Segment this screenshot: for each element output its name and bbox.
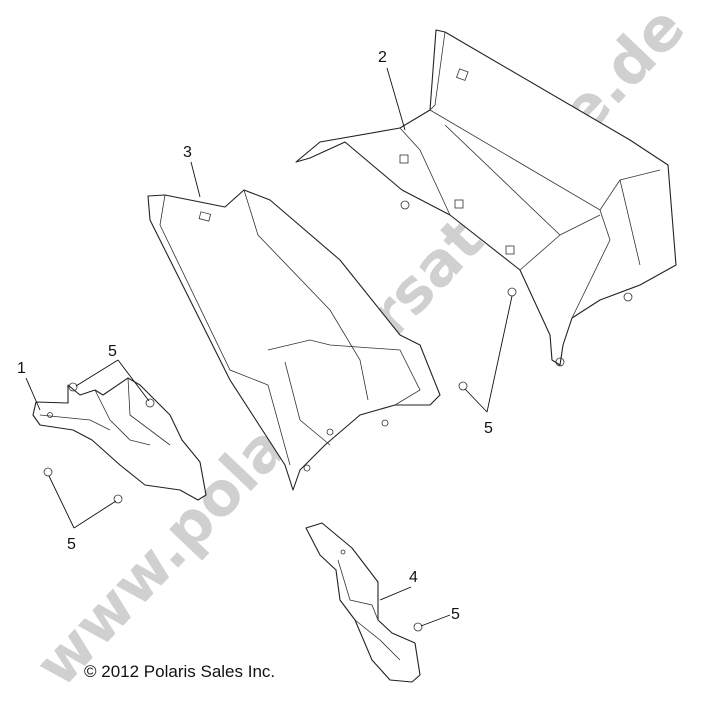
callout-5: 5 <box>67 536 76 553</box>
fastener-clip <box>43 467 53 477</box>
fastener-clip <box>68 382 78 392</box>
copyright-notice: © 2012 Polaris Sales Inc. <box>84 662 276 681</box>
fastener-clip <box>113 494 123 504</box>
part-2-rear-panel <box>295 29 677 367</box>
part-1-left-bracket <box>32 377 207 501</box>
callout-4: 4 <box>409 569 418 586</box>
callout-5: 5 <box>484 420 493 437</box>
fasteners <box>43 200 517 632</box>
fastener-clip <box>145 398 155 408</box>
callout-1: 1 <box>17 360 26 377</box>
fastener-clip <box>400 200 410 210</box>
callout-2: 2 <box>378 49 387 66</box>
callout-5: 5 <box>108 343 117 360</box>
fastener-clip <box>507 287 517 297</box>
fastener-clip <box>413 622 423 632</box>
part-4-lower-bracket <box>305 522 421 683</box>
callout-5: 5 <box>451 606 460 623</box>
callout-3: 3 <box>183 144 192 161</box>
part-3-center-panel <box>147 189 441 491</box>
leader-lines <box>25 67 513 627</box>
fastener-clip <box>458 381 468 391</box>
